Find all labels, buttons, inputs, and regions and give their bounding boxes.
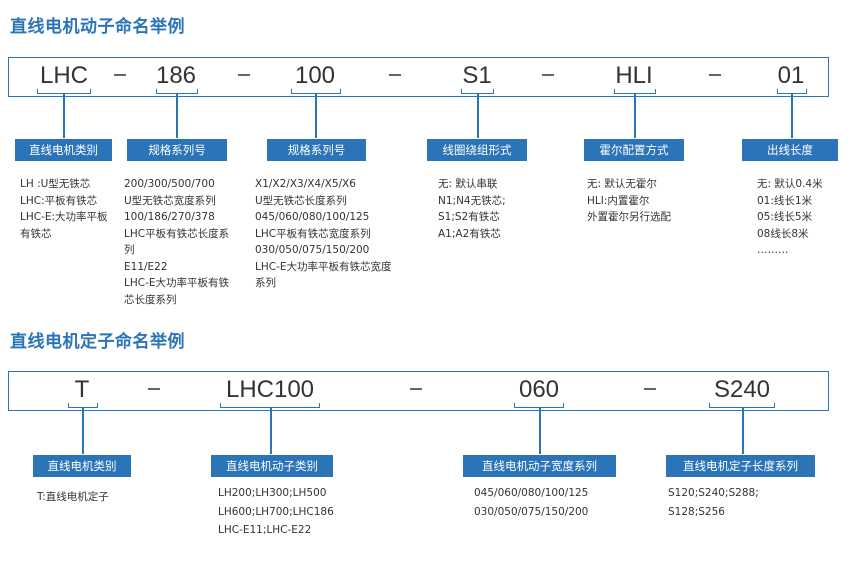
- desc-line: N1;N4无铁芯;: [438, 194, 506, 207]
- desc-line: ………: [757, 244, 789, 256]
- separator-dash: [709, 74, 721, 76]
- mover-segment-hall: HLI: [615, 62, 653, 89]
- desc-line: 无: 默认串联: [438, 178, 498, 190]
- label-cable-length: 出线长度: [742, 139, 838, 161]
- desc-line: LHC-E:大功率平板有铁芯: [20, 211, 108, 240]
- segment-bracket: [37, 89, 91, 94]
- desc-line: LHC:平板有铁芯: [20, 194, 98, 207]
- desc-line: 200/300/500/700: [124, 178, 215, 190]
- stator-segment-mover-type: LHC100: [225, 376, 315, 403]
- separator-dash: [542, 74, 554, 76]
- desc-line: HLI:内置霍尔: [587, 194, 650, 207]
- desc-line: LH :U型无铁芯: [20, 178, 91, 190]
- mover-code-box: [8, 57, 829, 97]
- connector-line: [742, 408, 744, 454]
- label-stator-category: 直线电机类别: [33, 455, 131, 477]
- section1-title: 直线电机动子命名举例: [10, 17, 185, 37]
- mover-segment-spec2: 100: [294, 62, 336, 89]
- connector-line: [634, 94, 636, 138]
- desc-line: 08线长8米: [757, 227, 809, 240]
- desc-line: LHC-E大功率平板有铁芯宽度系列: [255, 260, 392, 290]
- desc-line: S120;S240;S288;: [668, 487, 759, 499]
- connector-line: [63, 94, 65, 138]
- connector-line: [791, 94, 793, 138]
- segment-bracket: [156, 89, 198, 94]
- desc-line: 045/060/080/100/125: [474, 487, 589, 499]
- desc-line: S128;S256: [668, 505, 725, 518]
- desc-line: 01:线长1米: [757, 194, 813, 207]
- separator-dash: [114, 74, 126, 76]
- segment-bracket: [220, 403, 320, 408]
- separator-dash: [410, 388, 422, 390]
- desc-line: 030/050/075/150/200: [474, 505, 589, 518]
- desc-line: LH600;LH700;LHC186: [218, 505, 334, 518]
- desc-spec-series-1: 200/300/500/700 U型无铁芯宽度系列 100/186/270/37…: [124, 176, 234, 308]
- label-spec-series-1: 规格系列号: [127, 139, 227, 161]
- desc-line: 05:线长5米: [757, 211, 813, 223]
- segment-bracket: [68, 403, 98, 408]
- desc-line: 无: 默认无霍尔: [587, 178, 657, 190]
- desc-cable-length: 无: 默认0.4米 01:线长1米 05:线长5米 08线长8米 ………: [757, 176, 847, 259]
- label-winding-type: 线圈绕组形式: [427, 139, 527, 161]
- separator-dash: [389, 74, 401, 76]
- connector-line: [270, 408, 272, 454]
- connector-line: [315, 94, 317, 138]
- segment-bracket: [291, 89, 341, 94]
- desc-spec-series-2: X1/X2/X3/X4/X5/X6 U型无铁芯长度系列 045/060/080/…: [255, 176, 395, 292]
- connector-line: [82, 408, 84, 454]
- segment-bracket: [461, 89, 494, 94]
- desc-line: S1;S2有铁芯: [438, 211, 500, 223]
- desc-line: X1/X2/X3/X4/X5/X6: [255, 178, 356, 190]
- stator-code-box: [8, 371, 829, 411]
- separator-dash: [238, 74, 250, 76]
- segment-bracket: [614, 89, 656, 94]
- separator-dash: [148, 388, 160, 390]
- desc-winding-type: 无: 默认串联 N1;N4无铁芯; S1;S2有铁芯 A1;A2有铁芯: [438, 176, 558, 242]
- desc-stator-category: T:直线电机定子: [37, 489, 167, 506]
- desc-line: LHC-E大功率平板有铁芯长度系列: [124, 277, 229, 306]
- label-spec-series-2: 规格系列号: [267, 139, 366, 161]
- separator-dash: [644, 388, 656, 390]
- desc-hall-config: 无: 默认无霍尔 HLI:内置霍尔 外置霍尔另行选配: [587, 176, 717, 226]
- label-hall-config: 霍尔配置方式: [584, 139, 684, 161]
- label-motor-category: 直线电机类别: [15, 139, 112, 161]
- desc-line: LHC平板有铁芯宽度系列: [255, 227, 371, 240]
- desc-motor-category: LH :U型无铁芯 LHC:平板有铁芯 LHC-E:大功率平板有铁芯: [20, 176, 116, 242]
- desc-line: 外置霍尔另行选配: [587, 211, 671, 223]
- desc-stator-length: S120;S240;S288; S128;S256: [668, 484, 808, 521]
- desc-line: U型无铁芯宽度系列: [124, 194, 216, 207]
- desc-line: 无: 默认0.4米: [757, 178, 823, 190]
- label-mover-type: 直线电机动子类别: [211, 455, 333, 477]
- desc-line: 100/186/270/378: [124, 211, 215, 223]
- desc-line: A1;A2有铁芯: [438, 227, 501, 240]
- desc-line: E11/E22: [124, 260, 168, 273]
- segment-bracket: [514, 403, 564, 408]
- stator-segment-category: T: [74, 376, 90, 403]
- connector-line: [477, 94, 479, 138]
- desc-line: LHC-E11;LHC-E22: [218, 524, 312, 536]
- desc-mover-type: LH200;LH300;LH500 LH600;LH700;LHC186 LHC…: [218, 484, 378, 540]
- mover-segment-spec1: 186: [155, 62, 197, 89]
- label-stator-length: 直线电机定子长度系列: [666, 455, 815, 477]
- section2-title: 直线电机定子命名举例: [10, 332, 185, 352]
- mover-segment-cable: 01: [777, 62, 805, 89]
- desc-mover-width: 045/060/080/100/125 030/050/075/150/200: [474, 484, 634, 521]
- desc-line: LH200;LH300;LH500: [218, 487, 327, 499]
- label-mover-width: 直线电机动子宽度系列: [463, 455, 616, 477]
- connector-line: [176, 94, 178, 138]
- segment-bracket: [777, 89, 807, 94]
- desc-line: LHC平板有铁芯长度系列: [124, 227, 230, 257]
- mover-segment-winding: S1: [462, 62, 492, 89]
- connector-line: [539, 408, 541, 454]
- desc-line: U型无铁芯长度系列: [255, 194, 347, 207]
- segment-bracket: [709, 403, 775, 408]
- desc-line: T:直线电机定子: [37, 491, 109, 503]
- stator-segment-width: 060: [518, 376, 560, 403]
- desc-line: 045/060/080/100/125: [255, 211, 370, 223]
- stator-segment-length: S240: [713, 376, 771, 403]
- desc-line: 030/050/075/150/200: [255, 244, 370, 256]
- mover-segment-category: LHC: [39, 62, 89, 89]
